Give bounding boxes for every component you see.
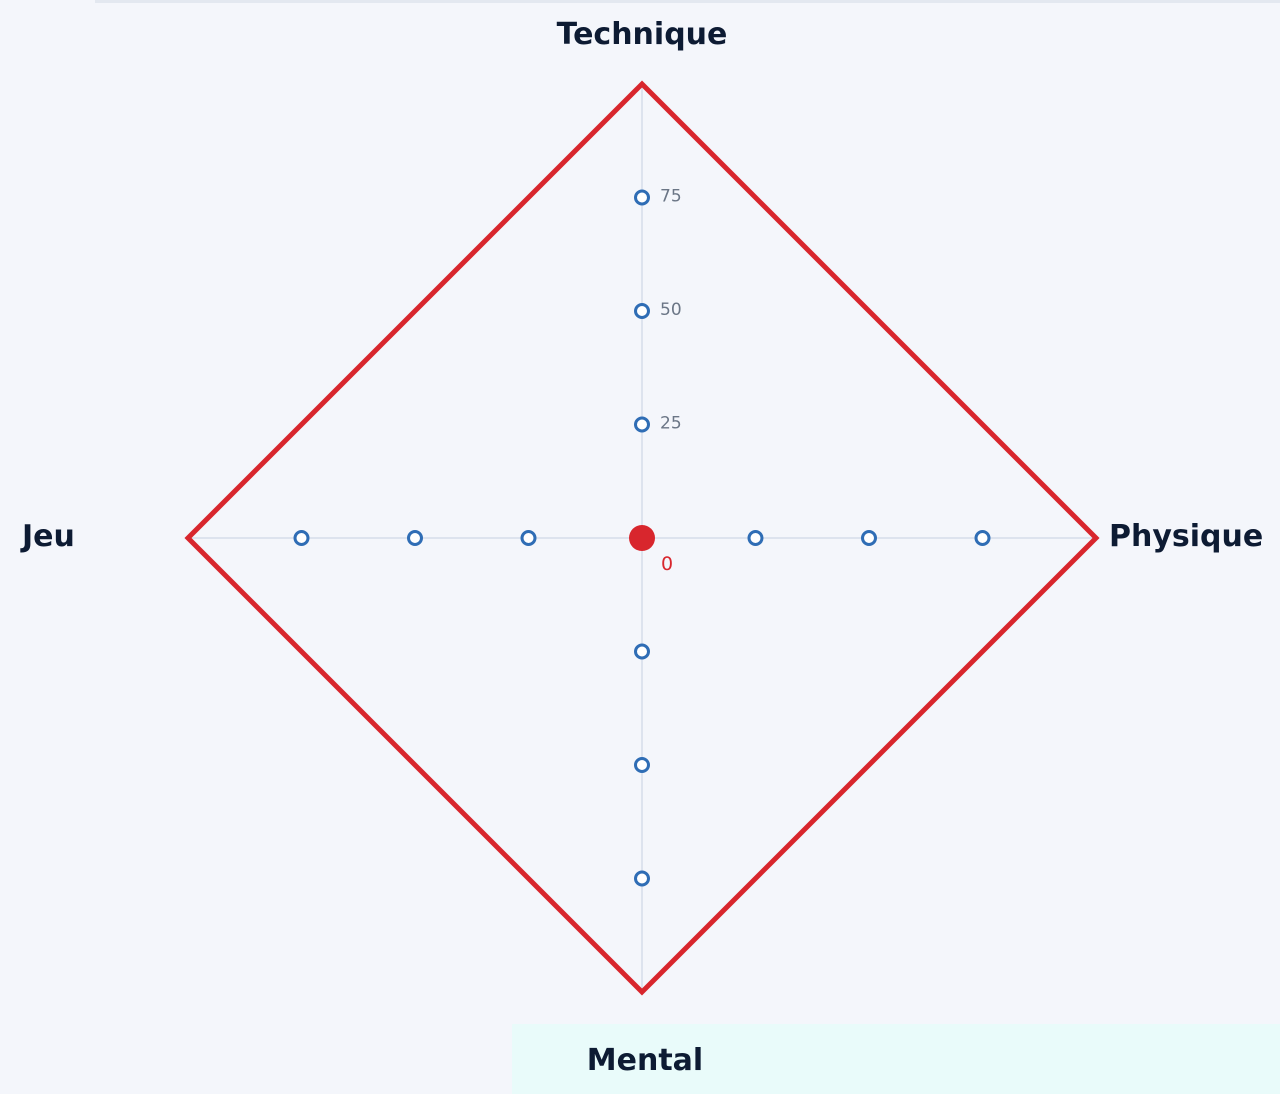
grid-marker-jeu-25: [520, 530, 537, 546]
grid-marker-physique-25: [747, 530, 764, 546]
top-divider: [95, 0, 1280, 3]
axis-label-mental: Mental: [587, 1043, 703, 1078]
radar-markers: [293, 189, 991, 887]
grid-marker-technique-25: [634, 416, 650, 433]
grid-marker-jeu-50: [407, 530, 423, 546]
axis-label-technique: Technique: [557, 17, 728, 52]
tick-label-25: 25: [660, 414, 682, 434]
zero-point: [629, 525, 655, 551]
tick-label-75: 75: [660, 187, 682, 207]
mental-label-panel: [512, 1024, 1280, 1094]
series-polygon: [184, 80, 1100, 996]
grid-marker-mental-25: [634, 643, 650, 660]
tick-label-50: 50: [660, 300, 682, 320]
axis-label-jeu: Jeu: [20, 519, 75, 554]
axis-label-physique: Physique: [1109, 519, 1263, 554]
grid-marker-mental-75: [634, 870, 650, 887]
grid-marker-technique-75: [634, 189, 650, 206]
grid-marker-physique-50: [861, 530, 877, 546]
radar-series: [184, 80, 1100, 996]
zero-point-label: 0: [661, 553, 673, 575]
grid-marker-jeu-75: [293, 530, 310, 546]
grid-marker-mental-50: [634, 757, 650, 773]
grid-marker-technique-50: [634, 303, 650, 319]
grid-marker-physique-75: [974, 530, 991, 546]
